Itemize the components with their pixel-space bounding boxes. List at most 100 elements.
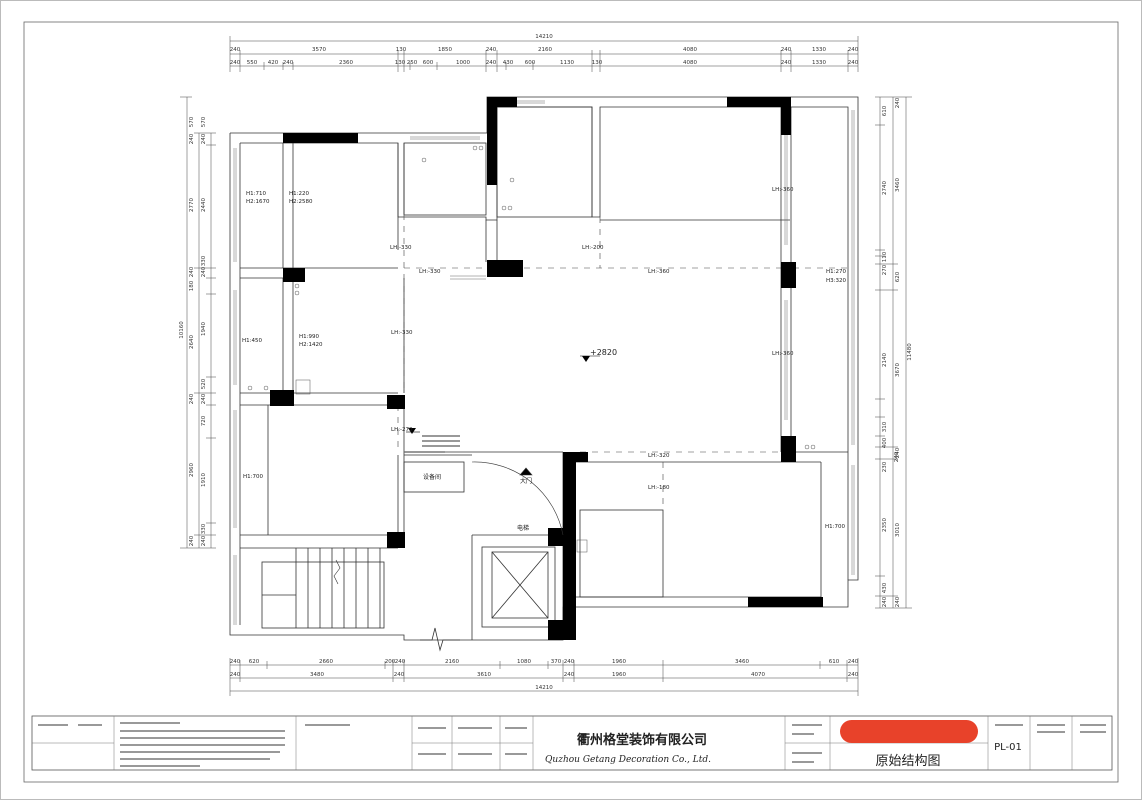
column <box>563 452 576 537</box>
label-elevator: 电梯 <box>517 524 529 532</box>
label-equipment-room: 设备间 <box>423 473 441 481</box>
dim-label: 620 <box>895 271 901 282</box>
label-lh-180: LH:-180 <box>648 485 670 491</box>
dim-label: 240 <box>848 659 859 665</box>
elevator-car <box>491 551 549 619</box>
label-h1-700-left: H1:700 <box>243 474 263 480</box>
column <box>487 97 517 107</box>
small-bathroom <box>579 509 664 598</box>
dim-label: 2360 <box>339 60 353 66</box>
fixtures <box>247 145 816 553</box>
column <box>487 97 497 185</box>
dim-label: 430 <box>882 582 888 593</box>
break-line <box>420 627 460 652</box>
dim-label: 400 <box>882 437 888 448</box>
dim-label: 240 <box>894 451 900 462</box>
label-h1-700-right: H1:700 <box>825 524 845 530</box>
columns <box>270 97 823 640</box>
dim-label: 1940 <box>201 322 207 336</box>
bottom-row1-labels: 240 620 2660 200 240 2160 1080 370 240 1… <box>230 659 859 665</box>
dim-label: 1000 <box>456 60 470 66</box>
dim-label: 240 <box>848 47 859 53</box>
dim-label: 230 <box>882 461 888 472</box>
stair-arrow-icon <box>333 559 341 585</box>
drain-icon <box>294 283 300 289</box>
dim-label: 330 <box>201 523 207 534</box>
title-block: 衢州格堂装饰有限公司 Quzhou Getang Decoration Co.,… <box>31 715 1113 771</box>
drawing-title: 原始结构图 <box>875 754 940 769</box>
column <box>387 532 405 548</box>
dim-label: 4080 <box>683 60 697 66</box>
dim-label: 2740 <box>882 181 888 195</box>
left-dimensions <box>180 96 216 549</box>
label-elevation: +2820 <box>590 348 617 357</box>
left-row2-labels: 240 570 2770 240 180 2640 240 2960 240 <box>189 116 195 546</box>
company-name-cn: 衢州格堂装饰有限公司 <box>577 732 707 748</box>
dim-label: 2160 <box>538 47 552 53</box>
dim-label: 130 <box>396 47 407 53</box>
dim-label: 2640 <box>189 335 195 349</box>
dim-label: 1910 <box>201 473 207 487</box>
dim-label: 240 <box>230 659 241 665</box>
column <box>487 260 523 277</box>
label-h2-1420: H2:1420 <box>299 342 323 348</box>
bathroom-right <box>496 106 593 218</box>
column <box>283 133 358 143</box>
dim-label: 330 <box>201 255 207 266</box>
equipment-room <box>403 461 465 493</box>
dim-label: 3610 <box>477 672 491 678</box>
dim-label: 270 <box>882 264 888 275</box>
drain-icon <box>263 385 269 391</box>
walls <box>229 96 859 641</box>
top-row2-labels: 240 550 420 240 2360 130 250 600 1000 24… <box>230 60 859 66</box>
drain-icon <box>507 205 513 211</box>
dim-label: 570 <box>201 116 207 127</box>
dim-label: 2770 <box>189 198 195 212</box>
drain-icon <box>509 177 515 183</box>
dim-label: 3480 <box>310 672 324 678</box>
dim-label: 240 <box>230 672 241 678</box>
dim-label: 240 <box>848 60 859 66</box>
dim-label: 250 <box>407 60 418 66</box>
dim-label: 720 <box>201 415 207 426</box>
dim-label: 240 <box>230 47 241 53</box>
dim-label: 110 <box>882 251 888 262</box>
dim-label: 240 <box>201 535 207 546</box>
dim-label: 1080 <box>517 659 531 665</box>
dim-label: 240 <box>781 60 792 66</box>
column <box>283 268 305 282</box>
dim-label: 130 <box>395 60 406 66</box>
dim-label: 240 <box>189 535 195 546</box>
bottom-total-dim: 14210 <box>535 685 553 691</box>
dim-label: 2160 <box>445 659 459 665</box>
label-lh-360-c: LH:-360 <box>772 351 794 357</box>
label-lh-330-b: LH:-330 <box>419 269 441 275</box>
label-h1-990: H1:990 <box>299 334 319 340</box>
dim-label: 240 <box>395 659 406 665</box>
right-dimensions <box>875 96 912 609</box>
dim-label: 240 <box>230 60 241 66</box>
dim-label: 180 <box>189 280 195 291</box>
dim-label: 200 <box>385 659 396 665</box>
dim-label: 4080 <box>683 47 697 53</box>
drawing-frame <box>23 21 1119 783</box>
room-labels: H1:710 H2:1670 H1:220 H2:2580 H1:450 H1:… <box>242 187 846 532</box>
drain-icon <box>501 205 507 211</box>
dim-label: 620 <box>249 659 260 665</box>
dim-label: 240 <box>895 97 901 108</box>
label-h3-320: H3:320 <box>826 278 846 284</box>
right-row2-labels: 240 3460 620 3670 240 3010 240 <box>895 97 901 607</box>
outer-wall-inner <box>240 106 849 452</box>
dim-label: 2660 <box>319 659 333 665</box>
dim-label: 370 <box>551 659 562 665</box>
column <box>748 597 823 607</box>
label-h1-450: H1:450 <box>242 338 262 344</box>
dim-label: 240 <box>189 393 195 404</box>
dim-label: 240 <box>781 47 792 53</box>
beam-lines <box>397 214 848 510</box>
sink-icon <box>576 539 588 553</box>
dim-label: 240 <box>201 133 207 144</box>
dim-label: 570 <box>189 116 195 127</box>
dim-label: 3010 <box>895 523 901 537</box>
title-badge <box>840 720 978 743</box>
